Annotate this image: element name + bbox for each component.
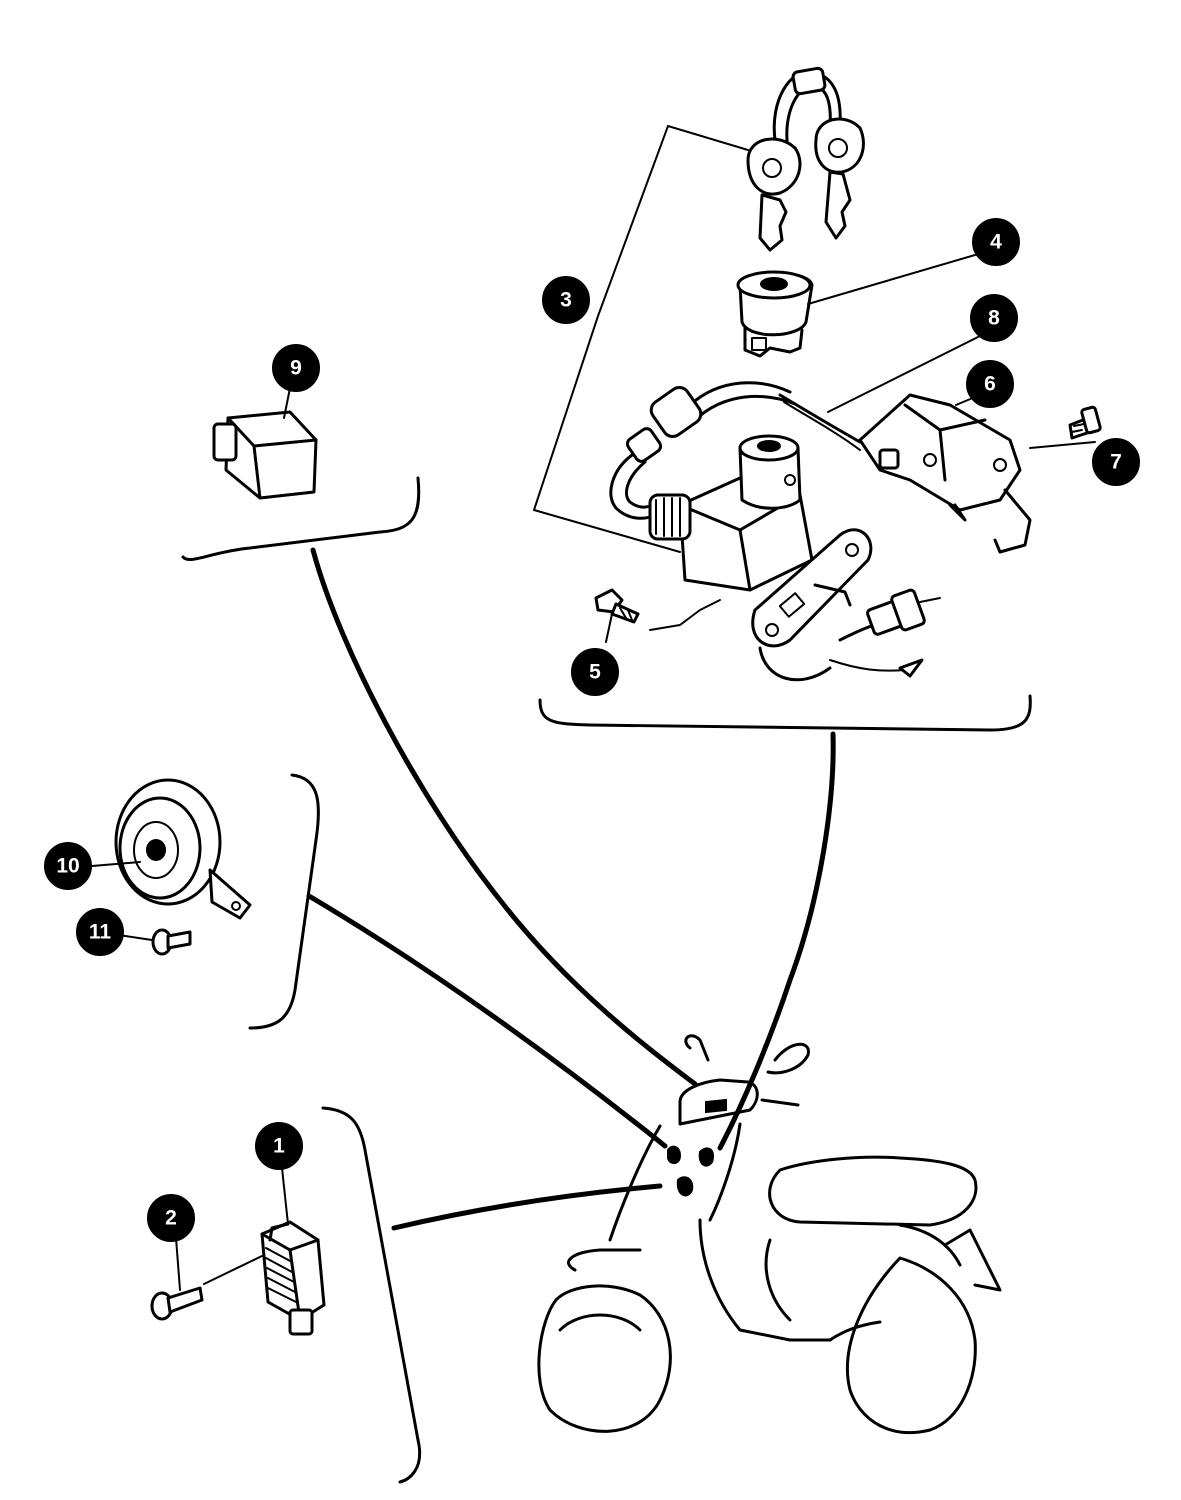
keys xyxy=(746,66,865,252)
bracket-ignition xyxy=(538,694,1032,732)
bracket-horn xyxy=(248,773,320,1030)
callout-11: 11 xyxy=(76,908,124,956)
seat-lock-cylinder xyxy=(736,270,814,358)
seat-lock-cable xyxy=(778,393,862,444)
leader-ignition xyxy=(717,731,836,1151)
callout-4-label: 4 xyxy=(990,231,1002,254)
bracket-key-set xyxy=(533,125,749,553)
callout-7-label: 7 xyxy=(1110,451,1122,474)
callout-10-label: 10 xyxy=(56,855,79,878)
callout-leaders xyxy=(91,249,1096,1291)
ignition-switch-assembly xyxy=(609,381,941,682)
leader-regulator xyxy=(391,1183,663,1231)
callout-6: 6 xyxy=(966,360,1014,408)
callout-7: 7 xyxy=(1092,438,1140,486)
callout-5: 5 xyxy=(571,648,619,696)
seat-lock-cable-outer xyxy=(783,401,861,451)
callout-1-label: 1 xyxy=(273,1135,285,1158)
callout-8-label: 8 xyxy=(988,307,1000,330)
callout-1: 1 xyxy=(255,1122,303,1170)
regulator xyxy=(260,1220,326,1336)
callout-4: 4 xyxy=(972,218,1020,266)
callout-5-label: 5 xyxy=(589,661,601,684)
callout-8: 8 xyxy=(970,294,1018,342)
leader-horn xyxy=(306,893,668,1149)
leader-relay xyxy=(310,547,698,1087)
regulator-bolt xyxy=(150,1286,204,1321)
callout-2: 2 xyxy=(147,1194,195,1242)
scooter-outline xyxy=(537,1034,1002,1435)
seat-latch xyxy=(858,393,1032,554)
callout-10: 10 xyxy=(44,842,92,890)
seat-latch-bolt xyxy=(1068,405,1102,440)
callout-3-label: 3 xyxy=(560,289,572,312)
bracket-regulator xyxy=(321,1106,422,1484)
callout-3: 3 xyxy=(542,276,590,324)
callout-6-label: 6 xyxy=(984,373,996,396)
callout-9-label: 9 xyxy=(290,357,302,380)
callout-11-label: 11 xyxy=(89,921,112,944)
horn xyxy=(114,778,252,920)
callout-2-label: 2 xyxy=(165,1207,177,1230)
relay xyxy=(212,410,318,500)
callout-9: 9 xyxy=(272,344,320,392)
horn-bolt xyxy=(151,928,192,956)
ignition-switch-bolt xyxy=(594,588,640,624)
bracket-relay xyxy=(181,476,421,562)
